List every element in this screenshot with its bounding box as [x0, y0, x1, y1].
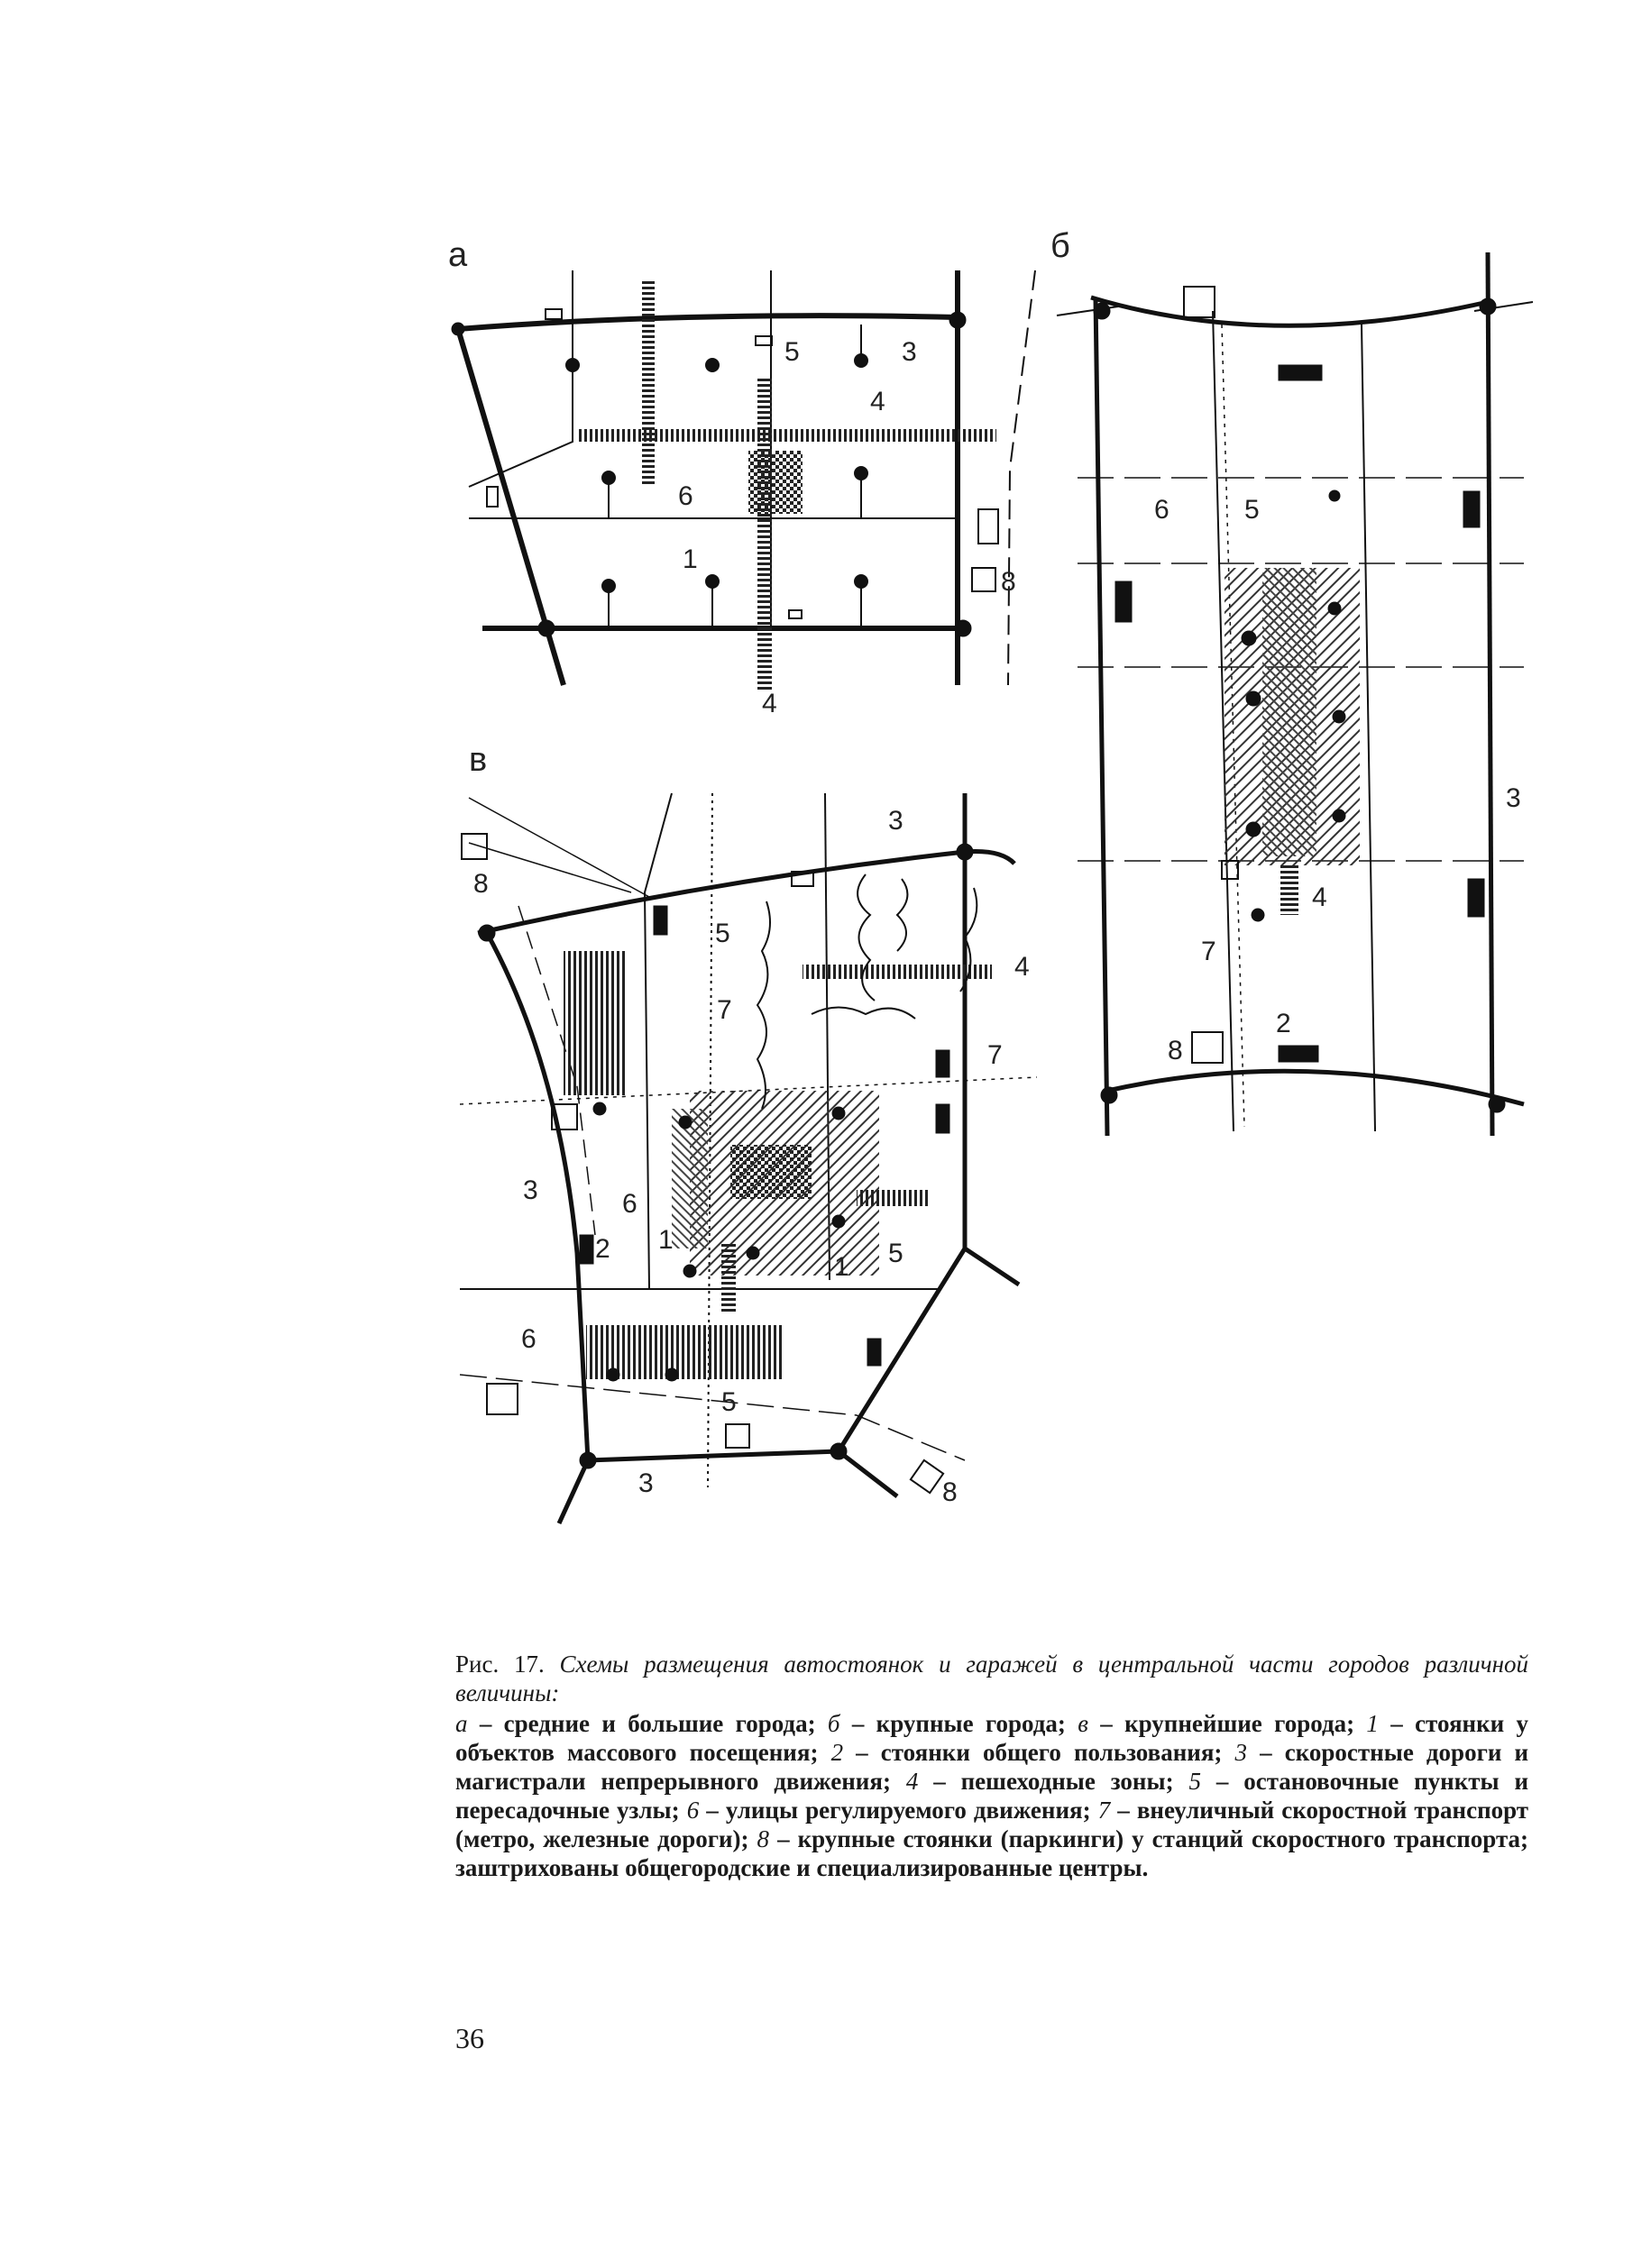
caption-title: Схемы размещения автостоянок и гаражей в…: [455, 1651, 1528, 1706]
caption-legend: а – средние и большие города; б – крупны…: [455, 1709, 1528, 1882]
label-b-7: 7: [1201, 937, 1216, 966]
legend-key: 6: [686, 1797, 700, 1824]
page-number: 36: [455, 2022, 484, 2054]
label-v-5-bottom: 5: [721, 1387, 737, 1417]
label-v-7-center: 7: [717, 995, 732, 1025]
label-a-8: 8: [1001, 567, 1016, 597]
label-a-4-top: 4: [870, 387, 885, 416]
label-b-6: 6: [1154, 495, 1169, 525]
panel-a: а 5 3 4: [448, 236, 1036, 718]
legend-key: а: [455, 1710, 468, 1737]
legend-text: – средние и большие города;: [479, 1710, 816, 1737]
legend-key: 5: [1188, 1768, 1201, 1795]
legend-text: – внеуличный скоростной транспорт (метро…: [455, 1797, 1529, 1852]
label-v-7-right: 7: [987, 1040, 1003, 1070]
legend-text: – стоянки общего пользования;: [856, 1739, 1223, 1766]
caption-heading: Рис. 17. Схемы размещения автостоянок и …: [455, 1650, 1528, 1707]
legend-text: – стоянки у объектов массового посещения…: [455, 1710, 1529, 1766]
legend-key: 8: [757, 1825, 770, 1852]
panel-a-letter: а: [448, 236, 468, 274]
label-v-3-top: 3: [888, 806, 903, 836]
legend-text: – остановочные пункты и пересадочные узл…: [455, 1768, 1529, 1824]
panel-v-letter: в: [469, 741, 487, 779]
label-v-1-right: 1: [834, 1252, 849, 1282]
legend-key: 1: [1366, 1710, 1379, 1737]
label-a-6: 6: [678, 481, 693, 511]
label-b-4: 4: [1312, 883, 1327, 912]
label-v-5-top: 5: [715, 919, 730, 948]
label-v-2: 2: [595, 1234, 610, 1264]
caption-note: заштрихованы общегородские и специализир…: [455, 1854, 1149, 1881]
figure-number: Рис. 17.: [455, 1651, 545, 1678]
legend-key: в: [1078, 1710, 1088, 1737]
label-v-6-left: 6: [521, 1324, 537, 1354]
legend-key: 4: [905, 1768, 919, 1795]
legend-text: – крупные стоянки (паркинги) у станций с…: [777, 1825, 1529, 1852]
label-v-6-center: 6: [622, 1189, 637, 1219]
label-b-2: 2: [1276, 1009, 1291, 1038]
legend-text: – крупнейшие города;: [1100, 1710, 1355, 1737]
figure-caption: Рис. 17. Схемы размещения автостоянок и …: [455, 1650, 1528, 1882]
legend-key: 7: [1097, 1797, 1111, 1824]
label-v-8-top: 8: [473, 869, 489, 899]
legend-text: – скоростные дороги и магистрали непреры…: [455, 1739, 1529, 1795]
panel-b: б 6 5 3 4 7 2 8: [1050, 227, 1534, 1137]
legend-text: – крупные города;: [851, 1710, 1066, 1737]
label-a-1: 1: [683, 544, 698, 574]
label-v-8-bottom: 8: [942, 1477, 958, 1507]
label-v-1-left: 1: [658, 1225, 674, 1255]
label-b-8: 8: [1168, 1036, 1183, 1065]
panel-b-letter: б: [1050, 227, 1070, 265]
label-v-3-left: 3: [523, 1175, 538, 1205]
label-b-3: 3: [1506, 783, 1521, 813]
label-a-4-bottom: 4: [762, 689, 777, 718]
panel-v: в: [459, 741, 1038, 1525]
label-a-5: 5: [784, 337, 800, 367]
figure-schemes: а 5 3 4: [448, 227, 1534, 1525]
legend-text: – пешеходные зоны;: [933, 1768, 1174, 1795]
legend-text: – улицы регулируемого движения;: [706, 1797, 1091, 1824]
legend-key: б: [827, 1710, 840, 1737]
label-b-5: 5: [1244, 495, 1260, 525]
label-v-4: 4: [1014, 952, 1030, 982]
legend-key: 2: [830, 1739, 844, 1766]
label-a-3: 3: [902, 337, 917, 367]
label-v-3-bottom: 3: [638, 1468, 654, 1498]
legend-key: 3: [1234, 1739, 1248, 1766]
label-v-5-right: 5: [888, 1239, 903, 1268]
